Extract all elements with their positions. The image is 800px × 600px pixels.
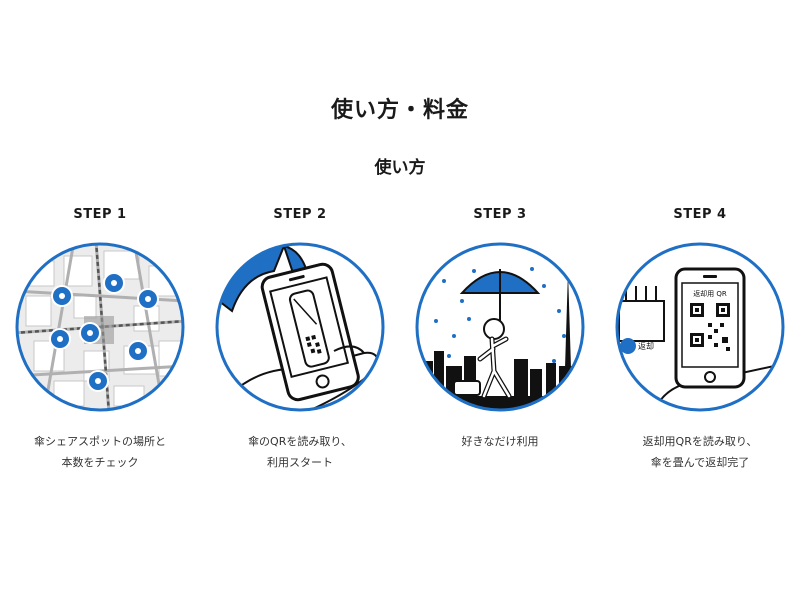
step-1-label: STEP 1	[73, 207, 127, 222]
step-4: STEP 4 返却 返却用 QR	[605, 206, 795, 473]
phone-scan-umbrella-illustration	[215, 242, 385, 412]
return-qr-screen-title: 返却用 QR	[693, 289, 727, 298]
stand-label: 返却	[638, 341, 654, 351]
step-3-description: 好きなだけ利用	[461, 435, 539, 448]
phone-return-qr-illustration: 返却 返却用 QR	[615, 242, 785, 412]
person-with-umbrella-city-illustration	[415, 242, 585, 412]
step-2-description: 傘のQRを読み取り、 利用スタート	[248, 435, 352, 469]
step-3: STEP 3	[405, 206, 595, 452]
step-3-label: STEP 3	[473, 207, 527, 222]
section-title: 使い方	[374, 158, 426, 178]
page-title: 使い方・料金	[330, 98, 469, 123]
step-4-description: 返却用QRを読み取り、 傘を畳んで返却完了	[642, 435, 758, 469]
step-2: STEP 2	[205, 206, 395, 473]
step-1-description: 傘シェアスポットの場所と 本数をチェック	[34, 435, 166, 469]
step-1: STEP 1	[5, 206, 195, 473]
map-pins-illustration	[15, 242, 185, 412]
step-2-label: STEP 2	[273, 207, 327, 222]
step-4-label: STEP 4	[673, 207, 727, 222]
